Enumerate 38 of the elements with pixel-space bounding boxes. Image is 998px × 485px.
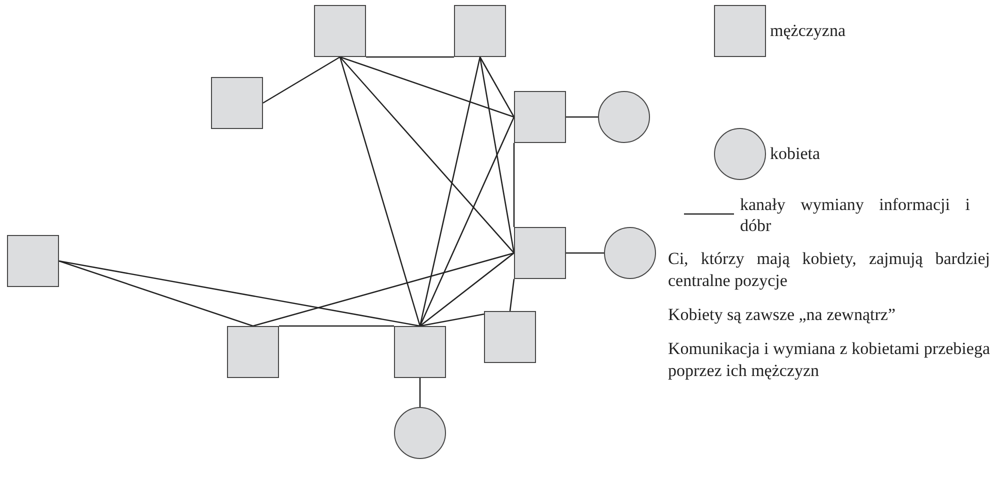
connector-line: [509, 278, 515, 312]
connector-line: [513, 143, 515, 227]
man-square: [514, 91, 566, 143]
note-text: Ci, którzy mają kobiety, zajmują bardziej centralne pozycje: [668, 248, 990, 292]
man-square: [484, 311, 536, 363]
woman-circle: [604, 227, 656, 279]
connector-line: [58, 260, 254, 327]
woman-circle: [394, 407, 446, 459]
connector-line: [252, 252, 514, 327]
legend-label: kobieta: [770, 143, 822, 165]
man-square: [454, 5, 506, 57]
connector-line: [340, 56, 514, 254]
connector-line: [366, 56, 454, 58]
man-square: [394, 326, 446, 378]
connector-line: [419, 378, 421, 407]
connector-line: [58, 260, 420, 327]
man-square: [211, 77, 263, 129]
connector-line: [339, 56, 421, 326]
connector-line: [419, 116, 515, 326]
connector-line: [479, 56, 515, 254]
note-text: Kobiety są zawsze „na zewnątrz”: [668, 304, 896, 326]
note-text: Komunikacja i wymiana z kobietami przebiega poprzez ich mężczyzn: [668, 338, 990, 382]
connector-line: [262, 56, 340, 104]
connector-line: [566, 116, 598, 118]
man-square: [514, 227, 566, 279]
connector-line: [566, 252, 604, 254]
man-square: [7, 235, 59, 287]
connector-line: [420, 252, 514, 327]
legend-label: mężczyzna: [770, 20, 846, 42]
connector-line: [419, 56, 481, 326]
connector-line: [279, 325, 394, 327]
legend-label: kanały wymiany informacji i dóbr: [740, 194, 970, 236]
connector-line: [340, 56, 514, 118]
man-square: [314, 5, 366, 57]
man-square: [227, 326, 279, 378]
connector-line: [420, 313, 484, 327]
woman-circle: [598, 91, 650, 143]
connector-line: [479, 56, 515, 118]
